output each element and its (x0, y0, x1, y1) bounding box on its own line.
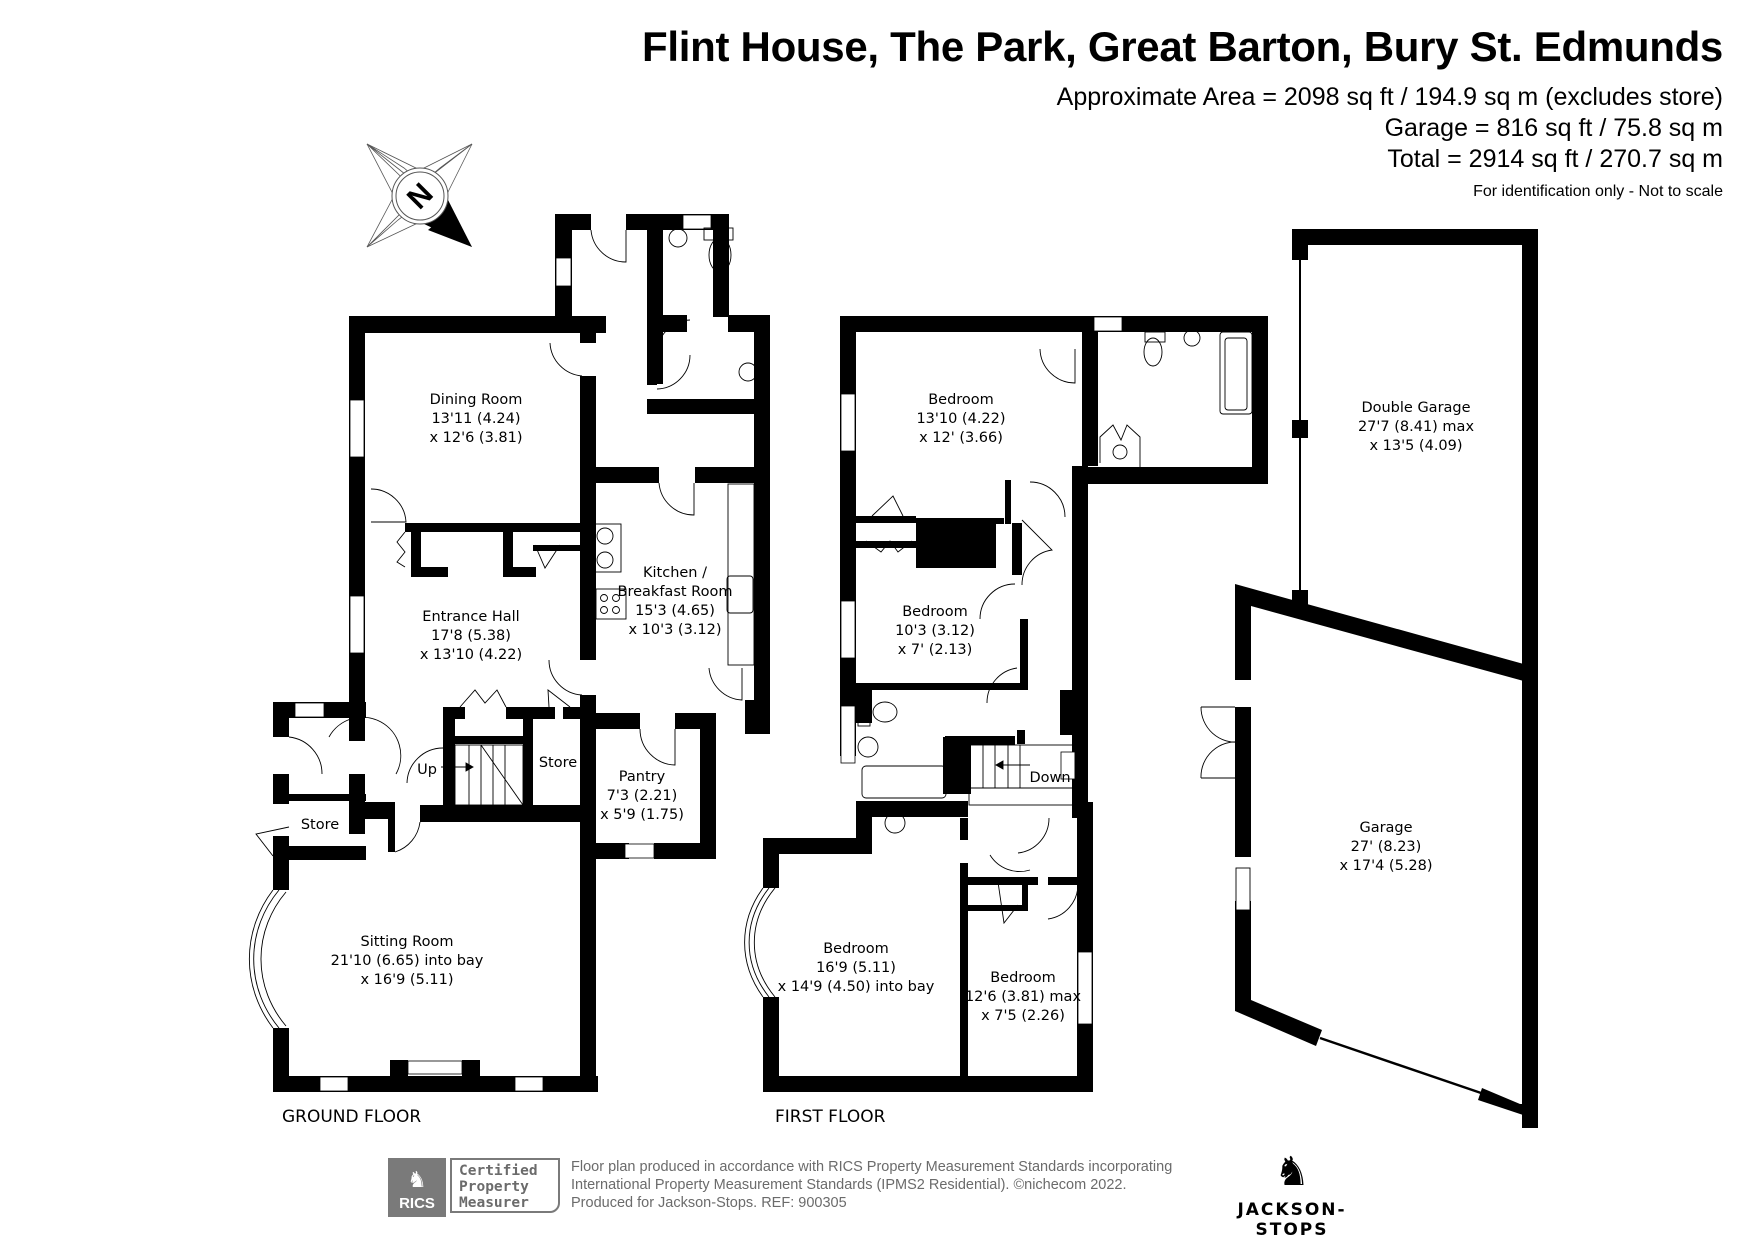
svg-text:16'9 (5.11): 16'9 (5.11) (816, 960, 896, 976)
svg-text:15'3 (4.65): 15'3 (4.65) (635, 603, 715, 619)
rics-certification: ♞ RICS Certified Property Measurer (388, 1158, 560, 1217)
compass-icon: N (366, 143, 473, 248)
svg-text:7'3 (2.21): 7'3 (2.21) (607, 788, 678, 804)
kitchen-fittings (589, 227, 758, 666)
svg-text:x 17'4 (5.28): x 17'4 (5.28) (1339, 858, 1432, 874)
svg-text:x 7' (2.13): x 7' (2.13) (898, 642, 973, 658)
svg-text:13'10 (4.22): 13'10 (4.22) (916, 411, 1005, 427)
svg-text:x 13'10 (4.22): x 13'10 (4.22) (420, 647, 522, 663)
first-floor-fittings (857, 329, 1253, 834)
svg-text:x 12'6 (3.81): x 12'6 (3.81) (429, 430, 522, 446)
footer-line-3: Produced for Jackson-Stops. REF: 900305 (571, 1195, 847, 1211)
svg-text:21'10 (6.65) into bay: 21'10 (6.65) into bay (331, 953, 484, 969)
garage-labels: Double Garage 27'7 (8.41) max x 13'5 (4.… (1339, 400, 1474, 874)
room-name-entrance-hall: Entrance Hall (422, 609, 519, 625)
footer-line-2: International Property Measurement Stand… (571, 1177, 1127, 1193)
svg-text:x 10'3 (3.12): x 10'3 (3.12) (628, 622, 721, 638)
rics-logo: ♞ RICS (388, 1158, 446, 1217)
header: Flint House, The Park, Great Barton, Bur… (642, 22, 1723, 201)
approximate-area: Approximate Area = 2098 sq ft / 194.9 sq… (1056, 83, 1723, 111)
room-name-kitchen: Kitchen / (643, 565, 707, 581)
svg-text:x 12' (3.66): x 12' (3.66) (919, 430, 1003, 446)
disclaimer: For identification only - Not to scale (1473, 183, 1723, 200)
room-name-pantry: Pantry (619, 769, 666, 785)
floor-label-ground: GROUND FLOOR (282, 1107, 421, 1127)
room-name-store-2: Store (301, 817, 339, 833)
svg-text:x 13'5 (4.09): x 13'5 (4.09) (1369, 438, 1462, 454)
brand-name: JACKSON-STOPS (1237, 1200, 1347, 1240)
svg-text:12'6 (3.81) max: 12'6 (3.81) max (965, 989, 1081, 1005)
ground-floor-windows (294, 214, 712, 1092)
svg-text:x 5'9 (1.75): x 5'9 (1.75) (600, 807, 684, 823)
svg-text:13'11 (4.24): 13'11 (4.24) (431, 411, 520, 427)
total-area: Total = 2914 sq ft / 270.7 sq m (1387, 145, 1723, 173)
svg-text:10'3 (3.12): 10'3 (3.12) (895, 623, 975, 639)
ground-floor-stairs (441, 744, 524, 806)
footer-line-1: Floor plan produced in accordance with R… (571, 1159, 1173, 1175)
rics-lion-icon: ♞ (407, 1167, 427, 1192)
svg-text:x 7'5 (2.26): x 7'5 (2.26) (981, 1008, 1065, 1024)
svg-text:27'7 (8.41) max: 27'7 (8.41) max (1358, 419, 1474, 435)
room-name-bedroom-3: Bedroom (823, 941, 889, 957)
floor-label-first: FIRST FLOOR (775, 1107, 886, 1127)
jackson-stops-logo: ♞ JACKSON-STOPS (1212, 1148, 1372, 1240)
room-name-bedroom-2: Bedroom (902, 604, 968, 620)
ground-floor-walls (273, 214, 770, 1092)
room-name-sitting-room: Sitting Room (361, 934, 454, 950)
room-name-bedroom-1: Bedroom (928, 392, 994, 408)
svg-text:Breakfast Room: Breakfast Room (618, 584, 733, 600)
certified-property-measurer-badge: Certified Property Measurer (450, 1158, 560, 1213)
room-name-double-garage: Double Garage (1361, 400, 1470, 416)
first-floor-labels: Bedroom 13'10 (4.22) x 12' (3.66) Bedroo… (775, 392, 1081, 1127)
garage-details (1200, 706, 1485, 1096)
property-title: Flint House, The Park, Great Barton, Bur… (642, 23, 1723, 70)
fox-head-icon: ♞ (1274, 1150, 1310, 1194)
garage-walls (1235, 229, 1538, 1128)
footer: ♞ RICS Certified Property Measurer Floor… (388, 1158, 1172, 1217)
ground-floor-labels: Dining Room 13'11 (4.24) x 12'6 (3.81) E… (282, 392, 732, 1127)
garage-area: Garage = 816 sq ft / 75.8 sq m (1384, 114, 1723, 142)
first-floor-windows (840, 316, 1123, 1025)
stairs-up-label: Up (417, 762, 437, 778)
ground-floor-doors (248, 229, 743, 1029)
svg-text:17'8 (5.38): 17'8 (5.38) (431, 628, 511, 644)
svg-text:x 16'9 (5.11): x 16'9 (5.11) (360, 972, 453, 988)
room-name-bedroom-4: Bedroom (990, 970, 1056, 986)
svg-text:27' (8.23): 27' (8.23) (1351, 839, 1422, 855)
room-name-dining-room: Dining Room (430, 392, 523, 408)
footer-notes: Floor plan produced in accordance with R… (571, 1158, 1172, 1212)
room-name-garage: Garage (1359, 820, 1412, 836)
stairs-down-label: Down (1029, 770, 1070, 786)
svg-text:x 14'9 (4.50) into bay: x 14'9 (4.50) into bay (778, 979, 935, 995)
room-name-store: Store (539, 755, 577, 771)
first-floor-doors (744, 348, 1141, 998)
